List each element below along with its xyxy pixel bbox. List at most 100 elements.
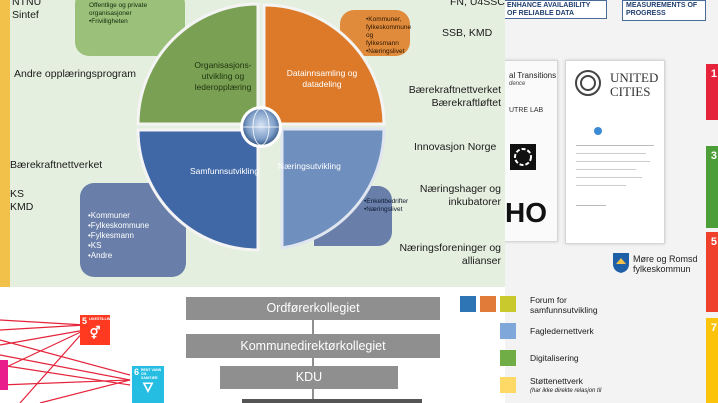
future-lab: UTRE LAB [509,107,544,114]
cities-line: CITIES [610,84,651,99]
kommunedirektorkollegiet-box: Kommunedirektørkollegiet [186,334,440,358]
inkubatorer-label: inkubatorer [448,196,501,208]
ks-kmd-labels: KS KMD [10,188,33,214]
united-line: UNITED [610,70,659,85]
bottom-dark-bar [242,399,422,403]
pie-diagram [136,2,386,252]
legend-swatch-yellowgreen [500,296,516,312]
more-romsdal-line: Møre og Romsd [633,254,698,264]
legend-digitalisering: Digitalisering [530,353,579,363]
card-enhance-availability: ENHANCE AVAILABILITY OF RELIABLE DATA [503,0,607,19]
pie-label-naeringsutvikling: Næringsutvikling [278,161,341,171]
innovasjon-norge-label: Innovasjon Norge [414,141,497,153]
sdg-six-text: RENT VANN OG SANITÆR [141,368,162,380]
callout-green-text: Offentlige og private organisasjoner •Fr… [89,2,147,26]
naeringshager-label: Næringshager og [419,183,501,195]
callout-blue-right-text: •Enkeltbedrifter •Næringslivet [364,198,408,214]
fn-u4ssc-label: FN, U4SSC [450,0,505,8]
sdg-magenta-tile [0,360,8,390]
pie-slice-blue-right [264,127,386,250]
legend-stottenettverk: Støttenettverk (har ikke direkte relasjo… [530,376,602,396]
org-connector [312,320,314,334]
fylkeskommune-line: fylkeskommun [633,264,691,274]
legend-line: samfunnsutvikling [530,304,598,315]
callout-line: •Fylkesmann [88,231,134,240]
pie-slice-blue-left [136,128,260,252]
pie-label-orange: Datainnsamling og datadeling [272,68,372,90]
callout-line: Offentlige og private [89,2,148,9]
baerekraftnettverket-left-label: Bærekraftnettverket [10,159,103,171]
kdu-box: KDU [220,366,398,389]
united-cities-logo-text: UNITED CITIES [610,71,658,99]
callout-blue-left-text: •Kommuner •Fylkeskommune •Fylkesmann •KS… [88,211,149,261]
pie-label-line: utvikling og [201,71,245,81]
transitions-title: al Transitions [509,71,557,80]
pie-label-line: lederopplæring [194,82,252,92]
naeringsforeninger-labels: Næringsforeninger og allianser [380,242,501,268]
letter-line [576,185,626,186]
sdg-six-number: 6 [134,367,140,377]
document-united-cities: UNITED CITIES [565,60,665,244]
card-line: MEASUREMENTS OF [626,2,698,9]
callout-line: •KS [88,241,102,250]
callout-blue-left: •Kommuner •Fylkeskommune •Fylkesmann •KS… [80,183,186,277]
ks-label: KS [10,188,25,200]
naeringsforeninger-label: Næringsforeninger og [399,242,501,254]
gender-icon: ⚥ [89,326,101,340]
callout-line: •Fylkeskommune [88,221,150,230]
pie-label-green: Organisasjons- utvikling og lederopplæri… [168,60,278,93]
sdg-number: 1 [710,68,717,80]
callout-orange-text: •Kommuner, fylkeskommune og fylkesmann •… [366,16,411,56]
sdg-network-lines [0,319,131,403]
pie-label-line: Organisasjons- [194,60,252,70]
letter-line [576,153,646,154]
more-romsdal-text: Møre og Romsd fylkeskommun [633,254,698,274]
baerekraftnettverket-right-label: Bærekraftnettverket [408,84,501,96]
allianser-label: allianser [461,255,501,267]
legend-forum: Forum for samfunnsutvikling [530,295,598,315]
card-line: PROGRESS [626,10,666,17]
naeringshager-labels: Næringshager og inkubatorer [400,183,501,209]
andre-label: Andre opplæringsprogram [14,68,136,80]
transitions-subtitle: dence [509,81,526,87]
baerekraft-right-labels: Bærekraftnettverket Bærekraftløftet [398,84,501,110]
legend-swatch-yellow [500,377,516,393]
card-line: OF RELIABLE DATA [507,10,575,17]
sdg-number: 3 [710,150,717,162]
pie-slice-green [136,2,260,126]
left-institutions: NTNU Sintef [12,0,41,22]
more-romsdal-shield-icon [613,253,629,273]
legend-swatch-green [500,350,516,366]
org-connector [312,358,314,366]
legend-line: (har ikke direkte relasjon til [530,387,602,394]
legend-line: Støttenettverk [530,376,583,386]
callout-line: •Kommuner [88,211,130,220]
sdg-tile-7: 7 [706,318,718,403]
ntnu-label: NTNU [12,0,42,8]
sdg-tile-1: 1 [706,64,718,120]
ssb-kmd-label: SSB, KMD [442,27,493,39]
callout-line: fylkesmann [366,40,399,47]
legend-swatch-blue [460,296,476,312]
sdg-tile-3: 3 [706,146,718,228]
kmd-label: KMD [10,201,34,213]
un-emblem-icon [594,127,602,135]
ho-logo-text: HO [505,197,547,228]
sdg-five-text: LIKESTILLING [89,317,113,321]
callout-line: •Enkeltbedrifter [364,198,409,205]
letter-line [576,161,650,162]
sdg-five-number: 5 [82,316,88,326]
sdg-number: 5 [710,236,717,248]
baerekraftloftet-label: Bærekraftløftet [431,97,501,109]
letter-line [576,145,654,146]
callout-line: •Næringslivet [364,206,403,213]
letter-signature [576,205,606,206]
sintef-label: Sintef [12,9,39,21]
callout-line: organisasjoner [89,10,132,17]
water-drop-icon: 🜄 [142,380,154,395]
pie-label-line: datadeling [302,79,342,89]
callout-line: •Næringslivet [366,48,405,55]
org-connector [312,389,314,403]
callout-line: fylkeskommune og [366,24,412,39]
sdg-number: 7 [710,322,717,334]
